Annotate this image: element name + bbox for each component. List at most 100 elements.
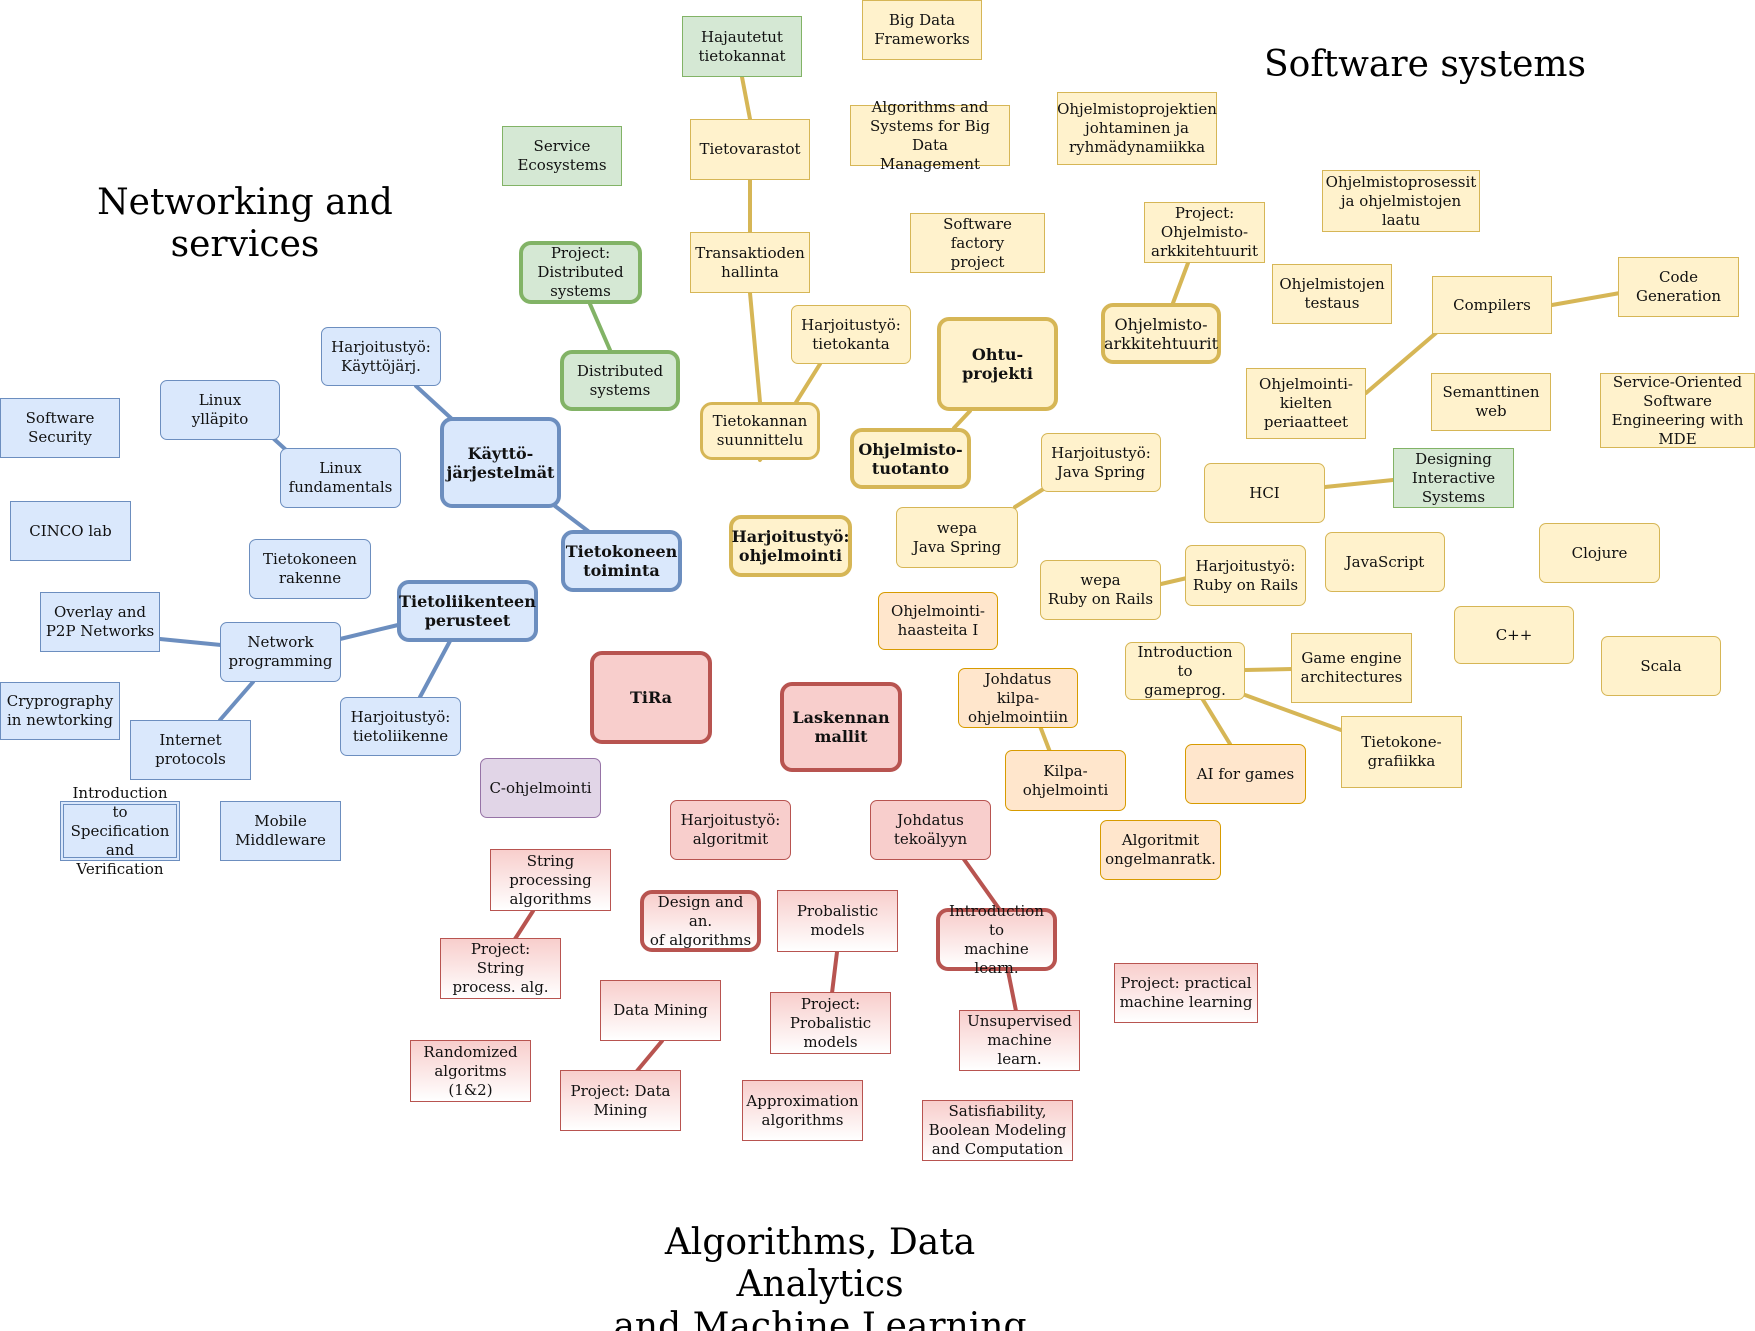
node-string-processing-algorithms[interactable]: String processing algorithms	[490, 849, 611, 911]
node-overlay-p2p[interactable]: Overlay and P2P Networks	[40, 592, 160, 652]
node-wepa-ruby[interactable]: wepa Ruby on Rails	[1040, 560, 1161, 620]
node-kayttojarjestelmat[interactable]: Käyttö- järjestelmät	[440, 417, 561, 508]
node-tietokoneen-toiminta[interactable]: Tietokoneen toiminta	[561, 530, 682, 592]
connector-line-9	[1198, 693, 1232, 746]
node-ohjelmointihaasteita[interactable]: Ohjelmointi- haasteita I	[878, 592, 998, 650]
node-tietokoneen-rakenne[interactable]: Tietokoneen rakenne	[249, 539, 371, 599]
node-software-security[interactable]: Software Security	[0, 398, 120, 458]
node-johdatus-tekoalyyn[interactable]: Johdatus tekoälyyn	[870, 800, 991, 860]
heading-networking-services: Networking and services	[97, 182, 393, 265]
node-tietokonegrafiikka[interactable]: Tietokone- grafiikka	[1341, 716, 1462, 788]
node-cpp[interactable]: C++	[1454, 606, 1574, 664]
node-designing-interactive-systems[interactable]: Designing Interactive Systems	[1393, 448, 1514, 508]
connector-line-14	[414, 384, 455, 422]
node-algorithms-big-data[interactable]: Algorithms and Systems for Big Data Mana…	[850, 98, 1010, 173]
node-ohjelmisto-arkkitehtuurit[interactable]: Ohjelmisto- arkkitehtuurit	[1101, 303, 1221, 364]
node-hci[interactable]: HCI	[1204, 463, 1325, 523]
node-cinco-lab[interactable]: CINCO lab	[10, 501, 131, 561]
connector-line-21	[961, 856, 1002, 912]
node-introduction-gameprog[interactable]: Introduction to gameprog.	[1125, 642, 1245, 700]
node-tietoliikenteen-perusteet[interactable]: Tietoliikenteen perusteet	[397, 580, 538, 642]
node-algoritmit-ongelmanratkaisu[interactable]: Algoritmit ongelmanratk.	[1100, 820, 1221, 880]
connector-line-22	[513, 909, 535, 941]
node-unsupervised-ml[interactable]: Unsupervised machine learn.	[959, 1010, 1080, 1071]
connector-line-6	[1013, 486, 1047, 509]
node-compilers[interactable]: Compilers	[1432, 276, 1552, 334]
node-probalistic-models[interactable]: Probalistic models	[777, 890, 898, 952]
node-game-engine-architectures[interactable]: Game engine architectures	[1291, 633, 1412, 703]
connector-line-7	[1159, 576, 1189, 586]
node-ohjelmistojen-testaus[interactable]: Ohjelmistojen testaus	[1272, 264, 1392, 324]
node-tietokannan-suunnittelu[interactable]: Tietokannan suunnittelu	[700, 402, 820, 460]
node-harjoitustyo-kayttojarj[interactable]: Harjoitustyö: Käyttöjärj.	[321, 327, 441, 386]
node-harjoitustyo-tietokanta[interactable]: Harjoitustyö: tietokanta	[791, 305, 911, 364]
node-javascript[interactable]: JavaScript	[1325, 532, 1445, 592]
node-randomized-algorithms[interactable]: Randomized algoritms (1&2)	[410, 1040, 531, 1102]
node-satisfiability[interactable]: Satisfiability, Boolean Modeling and Com…	[922, 1100, 1073, 1161]
connector-line-4	[1550, 291, 1622, 307]
node-linux-yllapito[interactable]: Linux ylläpito	[160, 380, 280, 440]
node-semanttinen-web[interactable]: Semanttinen web	[1431, 373, 1551, 431]
node-distributed-systems[interactable]: Distributed systems	[560, 350, 680, 411]
node-johdatus-kilpaohjelmointiin[interactable]: Johdatus kilpa- ohjelmointiin	[958, 668, 1078, 728]
node-harjoitustyo-ruby[interactable]: Harjoitustyö: Ruby on Rails	[1185, 545, 1306, 606]
node-intro-specification-verification[interactable]: Introduction to Specification and Verifi…	[60, 784, 180, 878]
connector-line-0	[740, 75, 762, 404]
node-code-generation[interactable]: Code Generation	[1618, 257, 1739, 317]
node-project-data-mining[interactable]: Project: Data Mining	[560, 1070, 681, 1131]
node-project-ohjelmisto-arkkitehtuurit[interactable]: Project: Ohjelmisto- arkkitehtuurit	[1144, 202, 1265, 263]
node-service-oriented-mde[interactable]: Service-Oriented Software Engineering wi…	[1600, 373, 1755, 448]
node-project-probalistic-models[interactable]: Project: Probalistic models	[770, 992, 891, 1054]
connector-line-13	[588, 302, 612, 352]
node-ohjelmistoprojektien-johtaminen[interactable]: Ohjelmistoprojektien johtaminen ja ryhmä…	[1057, 92, 1217, 165]
node-ohtu-projekti[interactable]: Ohtu- projekti	[937, 317, 1058, 411]
connector-line-20	[218, 680, 255, 722]
node-design-analysis-algorithms[interactable]: Design and an. of algorithms	[640, 890, 761, 952]
connector-line-24	[1006, 969, 1018, 1013]
node-internet-protocols[interactable]: Internet protocols	[130, 720, 251, 780]
node-data-mining[interactable]: Data Mining	[600, 980, 721, 1041]
node-cryptography-networking[interactable]: Cryprography in newtorking	[0, 682, 120, 740]
node-ohjelmointikielten-periaatteet[interactable]: Ohjelmointi- kielten periaatteet	[1246, 368, 1366, 439]
node-wepa-java-spring[interactable]: wepa Java Spring	[896, 507, 1018, 568]
node-clojure[interactable]: Clojure	[1539, 523, 1660, 583]
node-harjoitustyo-tietoliikenne[interactable]: Harjoitustyö: tietoliikenne	[340, 697, 461, 756]
node-harjoitustyo-java-spring[interactable]: Harjoitustyö: Java Spring	[1041, 433, 1161, 492]
node-scala[interactable]: Scala	[1601, 636, 1721, 696]
node-tira[interactable]: TiRa	[590, 651, 712, 744]
node-ohjelmistotuotanto[interactable]: Ohjelmisto- tuotanto	[850, 428, 971, 489]
node-big-data-frameworks[interactable]: Big Data Frameworks	[862, 0, 982, 60]
connector-line-2	[1171, 261, 1190, 305]
node-linux-fundamentals[interactable]: Linux fundamentals	[280, 448, 401, 508]
node-ai-for-games[interactable]: AI for games	[1185, 744, 1306, 804]
heading-software-systems: Software systems	[1263, 44, 1587, 85]
node-approximation-algorithms[interactable]: Approximation algorithms	[742, 1080, 863, 1141]
node-project-practical-ml[interactable]: Project: practical machine learning	[1114, 963, 1258, 1023]
node-service-ecosystems[interactable]: Service Ecosystems	[502, 126, 622, 186]
connector-line-23	[830, 950, 839, 995]
node-network-programming[interactable]: Network programming	[220, 622, 341, 682]
connector-line-11	[952, 409, 972, 430]
connector-line-3	[1364, 331, 1438, 395]
connector-line-5	[1323, 478, 1395, 489]
node-c-ohjelmointi[interactable]: C-ohjelmointi	[480, 758, 601, 818]
node-hajautetut-tietokannat[interactable]: Hajautetut tietokannat	[682, 16, 802, 77]
node-harjoitustyo-algoritmit[interactable]: Harjoitustyö: algoritmit	[670, 800, 791, 860]
node-mobile-middleware[interactable]: Mobile Middleware	[220, 801, 341, 861]
node-ohjelmistoprosessit[interactable]: Ohjelmistoprosessit ja ohjelmistojen laa…	[1322, 170, 1480, 232]
node-project-string-processing[interactable]: Project: String process. alg.	[440, 938, 561, 999]
connector-line-25	[635, 1039, 664, 1073]
connector-line-8	[1243, 667, 1294, 672]
node-tietovarastot[interactable]: Tietovarastot	[690, 119, 810, 180]
heading-algorithms-data-ml: Algorithms, Data Analytics and Machine L…	[613, 1222, 1027, 1331]
connector-line-19	[418, 639, 452, 699]
node-transaktioden-hallinta[interactable]: Transaktioden hallinta	[690, 232, 810, 293]
node-project-distributed-systems[interactable]: Project: Distributed systems	[519, 241, 642, 304]
node-harjoitustyo-ohjelmointi[interactable]: Harjoitustyö: ohjelmointi	[729, 515, 852, 577]
node-intro-machine-learning[interactable]: Introduction to machine learn.	[936, 902, 1057, 977]
node-kilpaohjelmointi[interactable]: Kilpa- ohjelmointi	[1005, 750, 1126, 811]
node-laskennan-mallit[interactable]: Laskennan mallit	[780, 682, 902, 772]
node-software-factory[interactable]: Software factory project	[910, 213, 1045, 273]
